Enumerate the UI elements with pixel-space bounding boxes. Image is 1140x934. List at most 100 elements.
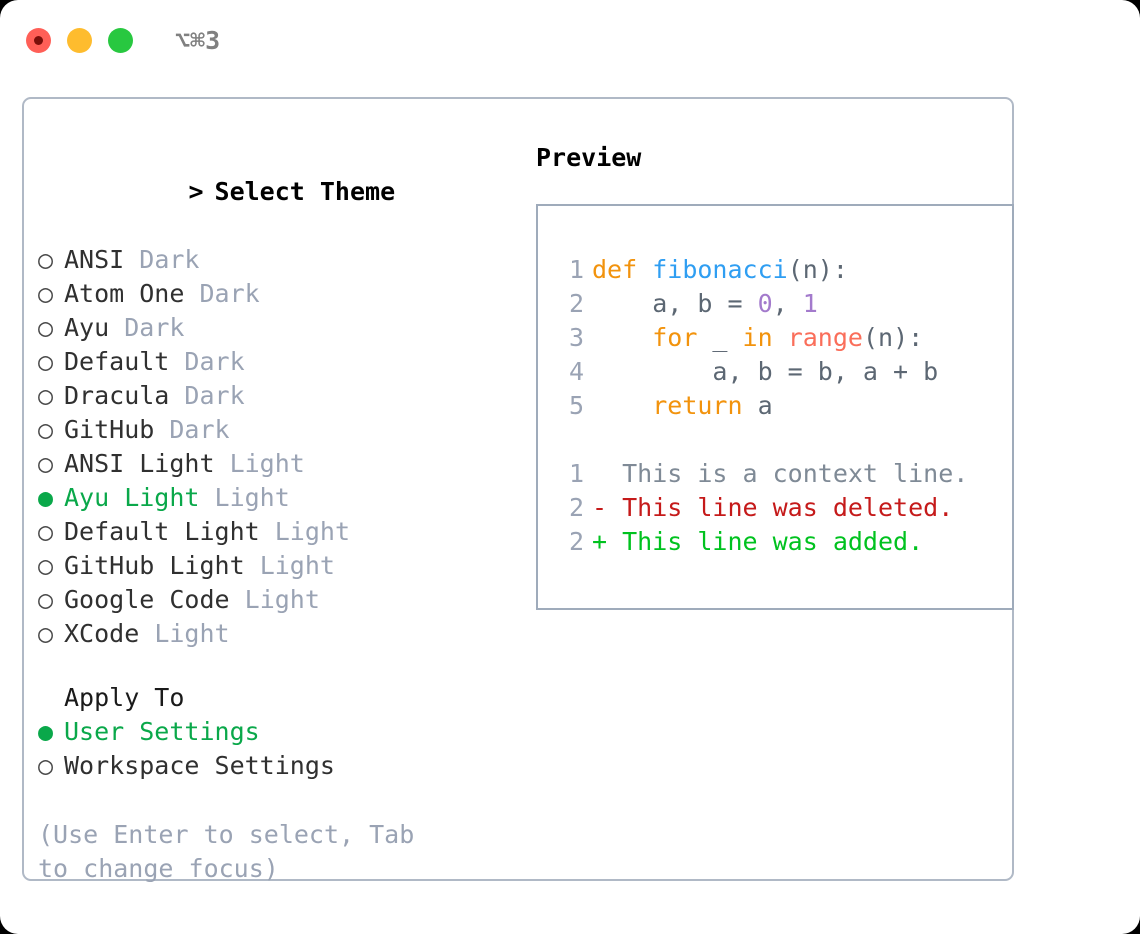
code-line: 3 for _ in range(n):: [552, 321, 1012, 355]
code-token: (n):: [787, 255, 848, 284]
code-token: 1: [802, 289, 818, 318]
spacer: [245, 551, 260, 580]
theme-option-atom-one[interactable]: ○ Atom One Dark: [38, 277, 508, 311]
theme-option-github[interactable]: ○GitHub Dark: [38, 413, 508, 447]
spacer: [184, 279, 199, 308]
spacer: [109, 313, 124, 342]
theme-option-dracula[interactable]: ○Dracula Dark: [38, 379, 508, 413]
title-bar: ⌥⌘3: [0, 0, 1140, 80]
diff-line: 2+ This line was added.: [552, 525, 1012, 559]
theme-option-category: Dark: [184, 347, 245, 376]
spacer: [230, 585, 245, 614]
theme-option-xcode[interactable]: ○XCode Light: [38, 617, 508, 651]
diff-sign: +: [592, 527, 608, 556]
radio-unselected-icon: ○: [38, 245, 54, 274]
theme-option-google-code[interactable]: ○ Google Code Light: [38, 583, 508, 617]
window-corner: [1118, 912, 1140, 934]
theme-list-column: >Select Theme ○ANSI Dark○Atom One Dark○A…: [38, 141, 508, 883]
radio-unselected-icon: ○: [38, 313, 54, 342]
close-window-button[interactable]: [26, 27, 51, 53]
code-token: def: [592, 255, 638, 284]
theme-option-github-light[interactable]: ○ GitHub Light Light: [38, 549, 508, 583]
radio-unselected-icon: ○: [38, 585, 54, 614]
select-theme-heading-label: Select Theme: [214, 177, 396, 206]
code-token: fibonacci: [652, 255, 788, 284]
code-token: _: [697, 323, 743, 352]
code-token: a: [742, 391, 773, 420]
preview-box: 1 def fibonacci(n): 2 a, b = 0, 1 3 for _ i…: [536, 204, 1014, 610]
theme-option-ayu[interactable]: ○ Ayu Dark: [38, 311, 508, 345]
diff-sample: 1 This is a context line.2- This line wa…: [552, 457, 1012, 559]
keyboard-shortcut-label: ⌥⌘3: [175, 25, 221, 55]
theme-option-category: Dark: [199, 279, 260, 308]
code-line-number: 4: [568, 357, 584, 386]
theme-option-name: GitHub Light: [64, 551, 245, 580]
spacer: [169, 381, 184, 410]
radio-unselected-icon: ○: [38, 551, 54, 580]
code-token: [773, 323, 788, 352]
code-token: ,: [772, 289, 803, 318]
theme-option-name: ANSI Light: [64, 449, 215, 478]
diff-line-number: 1: [568, 459, 584, 488]
radio-selected-icon: ●: [38, 483, 54, 512]
code-token: [592, 391, 652, 420]
apply-to-option-label: User Settings: [64, 717, 260, 746]
theme-option-ansi-light[interactable]: ○ANSI Light Light: [38, 447, 508, 481]
radio-unselected-icon: ○: [38, 347, 54, 376]
apply-to-option-user-settings[interactable]: ● User Settings: [38, 715, 508, 749]
diff-sign: -: [592, 493, 608, 522]
code-line-number: 1: [568, 255, 584, 284]
code-token: a, b = b, a + b: [592, 357, 939, 386]
theme-option-name: Ayu Light: [64, 483, 200, 512]
theme-option-name: ANSI: [64, 245, 125, 274]
code-token: a, b =: [592, 289, 758, 318]
spacer: [260, 517, 275, 546]
theme-option-name: Ayu: [64, 313, 110, 342]
code-token: in: [742, 323, 773, 352]
theme-option-name: Atom One: [64, 279, 185, 308]
radio-unselected-icon: ○: [38, 381, 54, 410]
preview-heading: Preview: [536, 143, 642, 172]
theme-option-ansi[interactable]: ○ ANSI Dark: [38, 243, 508, 277]
minimize-window-button[interactable]: [67, 27, 92, 53]
theme-option-category: Light: [244, 585, 320, 614]
theme-option-name: Dracula: [64, 381, 170, 410]
diff-line-number: 2: [568, 527, 584, 556]
theme-option-name: Default: [64, 347, 170, 376]
select-theme-heading: >Select Theme: [38, 141, 508, 243]
spacer: [124, 245, 139, 274]
theme-option-name: Google Code: [64, 585, 230, 614]
code-line-number: 5: [568, 391, 584, 420]
spacer: [215, 449, 230, 478]
code-token: for: [652, 323, 698, 352]
radio-unselected-icon: ○: [38, 517, 54, 546]
apply-to-option-workspace-settings[interactable]: ○Workspace Settings: [38, 749, 508, 783]
theme-option-default-light[interactable]: ○ Default Light Light: [38, 515, 508, 549]
theme-option-category: Dark: [124, 313, 185, 342]
theme-option-category: Light: [259, 551, 335, 580]
theme-option-default[interactable]: ○ Default Dark: [38, 345, 508, 379]
theme-list: ○ ANSI Dark ○ Atom One Dark ○ Ayu Dark ○ Defaul…: [38, 243, 508, 651]
code-line: 1 def fibonacci(n):: [552, 253, 1012, 287]
radio-selected-icon: ●: [38, 717, 54, 746]
theme-option-name: XCode: [64, 619, 140, 648]
code-sample: 1 def fibonacci(n): 2 a, b = 0, 1 3 for _ i…: [552, 253, 1012, 423]
radio-unselected-icon: ○: [38, 279, 54, 308]
code-line: 4 a, b = b, a + b: [552, 355, 1012, 389]
code-token: return: [652, 391, 743, 420]
diff-line-number: 2: [568, 493, 584, 522]
theme-option-name: GitHub: [64, 415, 155, 444]
code-line-number: 2: [568, 289, 584, 318]
radio-unselected-icon: ○: [38, 619, 54, 648]
theme-option-ayu-light[interactable]: ●Ayu Light Light: [38, 481, 508, 515]
code-token: 0: [757, 289, 773, 318]
apply-to-list: ● User Settings ○Workspace Settings: [38, 715, 508, 783]
theme-option-category: Dark: [139, 245, 200, 274]
apply-to-option-label: Workspace Settings: [64, 751, 335, 780]
maximize-window-button[interactable]: [108, 27, 133, 53]
code-line: 5 return a: [552, 389, 1012, 423]
code-token: [637, 255, 652, 284]
theme-option-category: Light: [274, 517, 350, 546]
theme-option-name: Default Light: [64, 517, 260, 546]
